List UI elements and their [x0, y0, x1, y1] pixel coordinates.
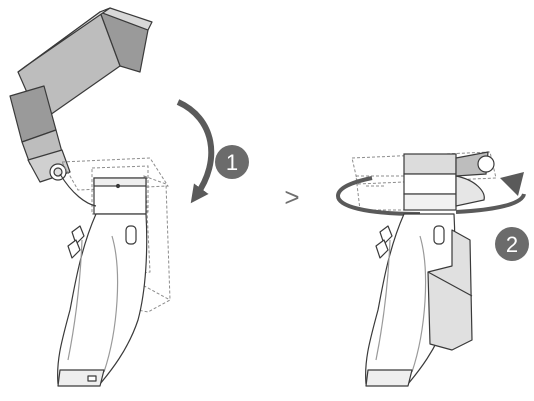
handle: [58, 214, 147, 386]
step-number-2: 2: [506, 232, 518, 257]
fold-arrow-icon: [178, 102, 211, 196]
extended-arm: [10, 8, 152, 182]
handle-right: [366, 214, 472, 386]
step-separator: >: [284, 182, 299, 212]
gimbal-left: [10, 8, 211, 386]
step-badge-2: 2: [495, 227, 529, 261]
stacked-arm: [404, 152, 494, 210]
motor-housing: [60, 174, 146, 214]
step-badge-1: 1: [215, 145, 249, 179]
gimbal-right: [338, 152, 524, 386]
step-number-1: 1: [226, 150, 238, 175]
